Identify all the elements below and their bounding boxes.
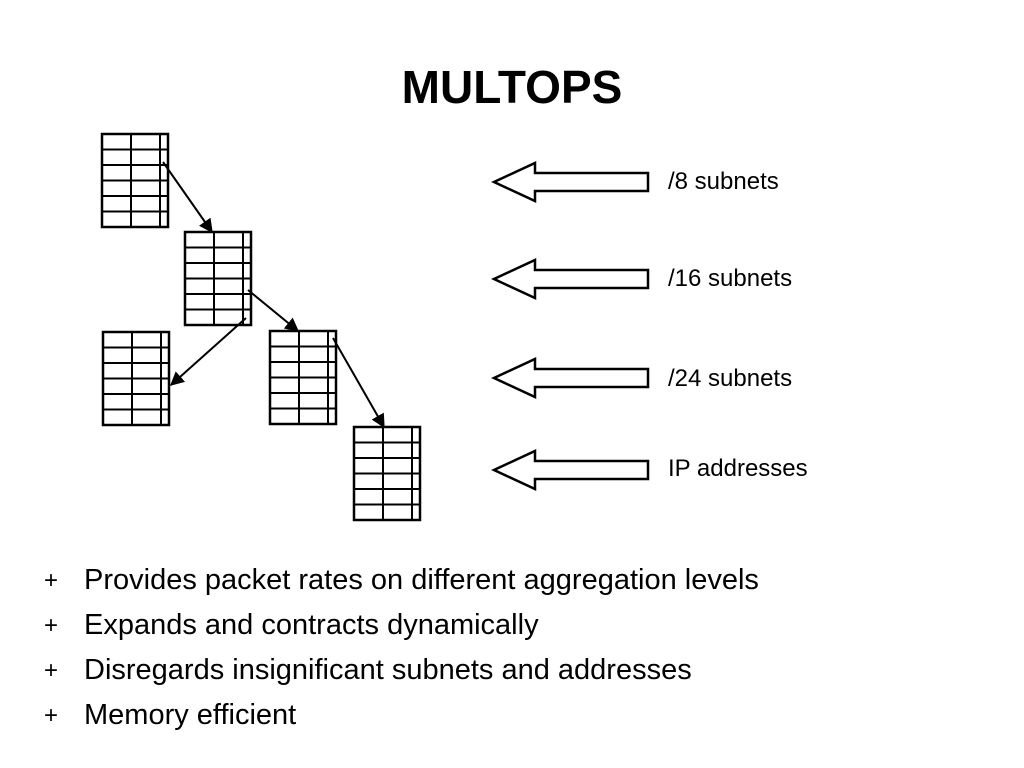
bullet-item: + Disregards insignificant subnets and ad… bbox=[44, 648, 759, 693]
multops-tree-diagram bbox=[100, 132, 650, 522]
tree-edge-child-to-right-node bbox=[247, 289, 300, 332]
level-arrow-2 bbox=[491, 258, 650, 300]
feature-bullet-list: + Provides packet rates on different aggr… bbox=[44, 558, 759, 738]
level-label-ip-addresses: IP addresses bbox=[668, 455, 808, 482]
level-arrow-3 bbox=[491, 357, 650, 399]
bullet-text: Disregards insignificant subnets and add… bbox=[84, 654, 692, 686]
level-arrow-4 bbox=[491, 449, 650, 491]
table-node-address-leaf bbox=[352, 425, 422, 522]
plus-bullet-icon: + bbox=[44, 657, 59, 684]
table-node-level2 bbox=[183, 230, 253, 327]
slide-title: MULTOPS bbox=[401, 61, 623, 113]
level-arrow-1 bbox=[491, 161, 650, 203]
bullet-item: + Expands and contracts dynamically bbox=[44, 603, 759, 648]
bullet-item: + Provides packet rates on different aggr… bbox=[44, 558, 759, 603]
plus-bullet-icon: + bbox=[44, 702, 59, 729]
tree-edge-node-to-address-table bbox=[332, 337, 385, 429]
bullet-text: Provides packet rates on different aggre… bbox=[84, 564, 759, 596]
bullet-text: Expands and contracts dynamically bbox=[84, 609, 539, 641]
table-node-root bbox=[100, 132, 170, 229]
table-node-level3-left bbox=[101, 330, 171, 427]
tree-edge-root-to-child bbox=[162, 161, 213, 234]
tree-edge-child-to-left-leaf bbox=[169, 317, 247, 386]
level-label-8-subnets: /8 subnets bbox=[668, 168, 779, 195]
level-label-24-subnets: /24 subnets bbox=[668, 365, 793, 392]
bullet-item: + Memory efficient bbox=[44, 693, 759, 738]
bullet-text: Memory efficient bbox=[84, 699, 297, 731]
plus-bullet-icon: + bbox=[44, 612, 59, 639]
level-label-16-subnets: /16 subnets bbox=[668, 265, 793, 292]
plus-bullet-icon: + bbox=[44, 567, 59, 594]
table-node-level3-right bbox=[268, 329, 338, 426]
